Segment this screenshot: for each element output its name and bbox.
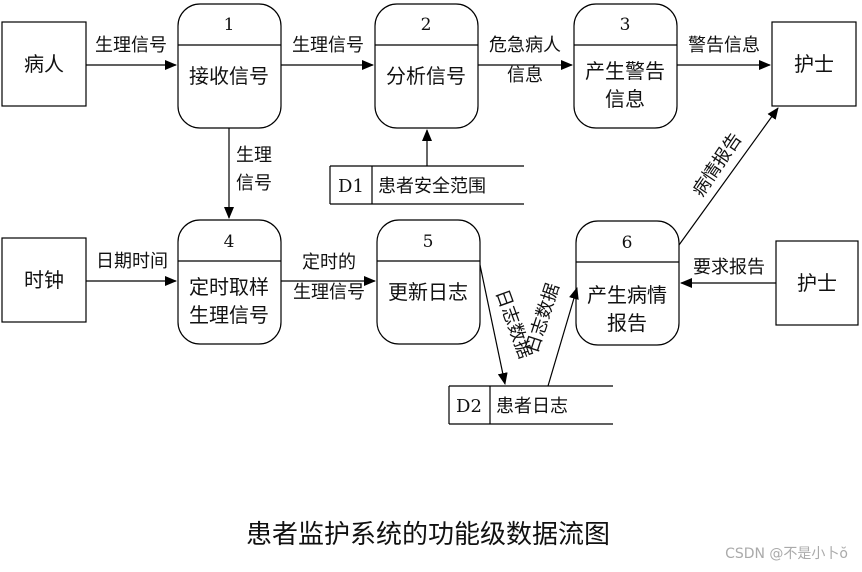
- flow-label-p4-p5-line-2: 生理信号: [293, 282, 365, 303]
- flow-label-p6-nurse: 病情报告: [689, 129, 747, 200]
- flow-label-d2-p6: 日志数据: [522, 281, 564, 356]
- flow-label-nurse-p6: 要求报告: [693, 257, 765, 278]
- process-5-number: 5: [423, 232, 434, 252]
- process-1: 1 接收信号: [177, 3, 282, 129]
- flow-label-p1-p4-line-1: 生理: [236, 145, 272, 166]
- process-2-name: 分析信号: [386, 64, 466, 88]
- process-6-number: 6: [622, 233, 633, 253]
- diagram-caption: 患者监护系统的功能级数据流图: [246, 520, 610, 550]
- process-3-name-line-2: 信息: [605, 87, 645, 111]
- process-6: 6 产生病情 报告: [575, 220, 680, 346]
- process-4-number: 4: [224, 232, 235, 252]
- flow-label-p4-p5-line-1: 定时的: [302, 252, 356, 273]
- process-3-name-line-1: 产生警告: [585, 59, 665, 83]
- flow-label-clock-p4: 日期时间: [96, 251, 168, 272]
- flow-label-p2-p3-line-1: 危急病人: [489, 35, 561, 56]
- entity-nurse-top: 护士: [771, 21, 857, 107]
- entity-patient-label: 病人: [24, 52, 64, 76]
- process-6-name-line-1: 产生病情: [587, 283, 667, 307]
- entity-clock-label: 时钟: [24, 268, 64, 292]
- arrow-p6-to-nurse-top: [678, 107, 779, 246]
- process-1-name: 接收信号: [189, 64, 269, 88]
- entity-clock: 时钟: [1, 237, 87, 323]
- store-d2-id: D2: [456, 396, 482, 417]
- store-d1-id: D1: [338, 176, 364, 197]
- entity-nurse-bottom: 护士: [775, 240, 859, 326]
- process-2: 2 分析信号: [374, 3, 479, 129]
- process-2-number: 2: [421, 15, 432, 35]
- flow-label-p1-p2: 生理信号: [292, 35, 364, 56]
- store-d2-name: 患者日志: [496, 396, 568, 417]
- flow-label-p3-nurse: 警告信息: [688, 35, 760, 56]
- process-5: 5 更新日志: [376, 219, 481, 345]
- store-d2: D2 患者日志: [448, 385, 613, 425]
- process-3: 3 产生警告 信息: [573, 3, 678, 129]
- flow-label-patient-p1: 生理信号: [95, 35, 167, 56]
- store-d1-name: 患者安全范围: [378, 176, 486, 197]
- process-4: 4 定时取样 生理信号: [177, 219, 282, 345]
- process-4-name-line-1: 定时取样: [189, 275, 269, 299]
- process-4-name-line-2: 生理信号: [189, 303, 269, 327]
- entity-nurse-bottom-label: 护士: [797, 271, 837, 295]
- store-d1: D1 患者安全范围: [329, 165, 524, 205]
- arrow-p5-to-d2: [479, 264, 508, 385]
- process-6-name-line-2: 报告: [607, 311, 647, 335]
- process-3-number: 3: [620, 15, 631, 35]
- entity-nurse-top-label: 护士: [794, 52, 834, 76]
- arrow-d2-to-p6: [547, 287, 579, 387]
- entity-patient: 病人: [1, 21, 87, 107]
- watermark: CSDN @不是小卜ŏ: [725, 546, 848, 562]
- process-5-name: 更新日志: [388, 280, 468, 304]
- flow-label-p1-p4-line-2: 信号: [236, 173, 272, 194]
- process-1-number: 1: [224, 15, 235, 35]
- flow-label-p2-p3-line-2: 信息: [507, 65, 543, 86]
